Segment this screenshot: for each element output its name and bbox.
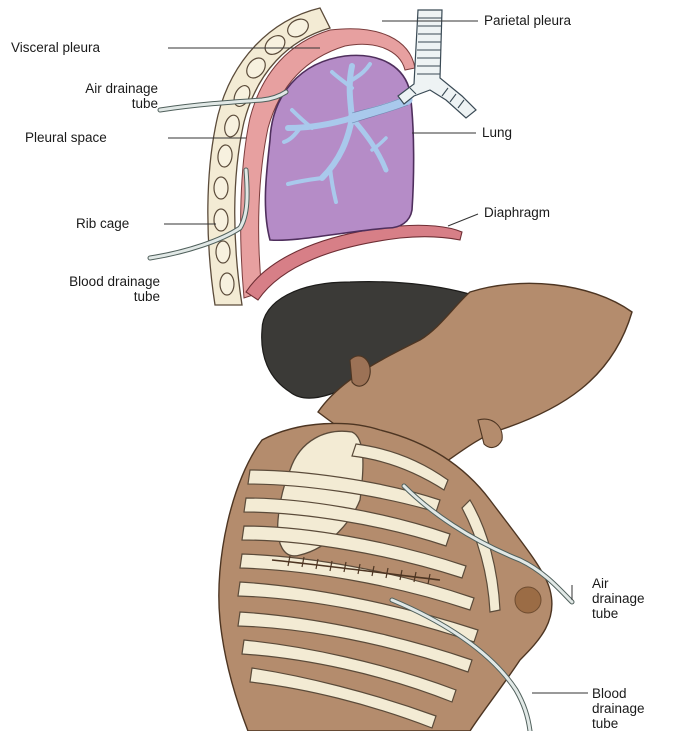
label-blood-drainage-tube-bottom-line3: tube bbox=[592, 716, 645, 731]
label-air-drainage-tube-top: Air drainage tube bbox=[18, 81, 158, 111]
label-parietal-pleura: Parietal pleura bbox=[484, 13, 571, 28]
label-blood-drainage-tube-top-line1: Blood drainage bbox=[4, 274, 160, 289]
label-air-drainage-tube-bottom-line3: tube bbox=[592, 606, 645, 621]
nipple bbox=[515, 587, 541, 613]
label-rib-cage: Rib cage bbox=[76, 216, 129, 231]
label-blood-drainage-tube-bottom: Blood drainage tube bbox=[592, 686, 645, 731]
ear bbox=[350, 356, 370, 386]
label-pleural-space: Pleural space bbox=[25, 130, 107, 145]
label-air-drainage-tube-bottom-line2: drainage bbox=[592, 591, 645, 606]
label-blood-drainage-tube-bottom-line2: drainage bbox=[592, 701, 645, 716]
label-blood-drainage-tube-top: Blood drainage tube bbox=[4, 274, 160, 304]
label-air-drainage-tube-bottom: Air drainage tube bbox=[592, 576, 645, 621]
label-air-drainage-tube-top-line2: tube bbox=[18, 96, 158, 111]
label-visceral-pleura: Visceral pleura bbox=[11, 40, 100, 55]
label-air-drainage-tube-top-line1: Air drainage bbox=[18, 81, 158, 96]
label-lung: Lung bbox=[482, 125, 512, 140]
lung-cross-section bbox=[150, 8, 476, 305]
label-diaphragm: Diaphragm bbox=[484, 205, 550, 220]
label-blood-drainage-tube-bottom-line1: Blood bbox=[592, 686, 645, 701]
patient-torso bbox=[219, 282, 632, 731]
label-air-drainage-tube-bottom-line1: Air bbox=[592, 576, 645, 591]
label-blood-drainage-tube-top-line2: tube bbox=[4, 289, 160, 304]
